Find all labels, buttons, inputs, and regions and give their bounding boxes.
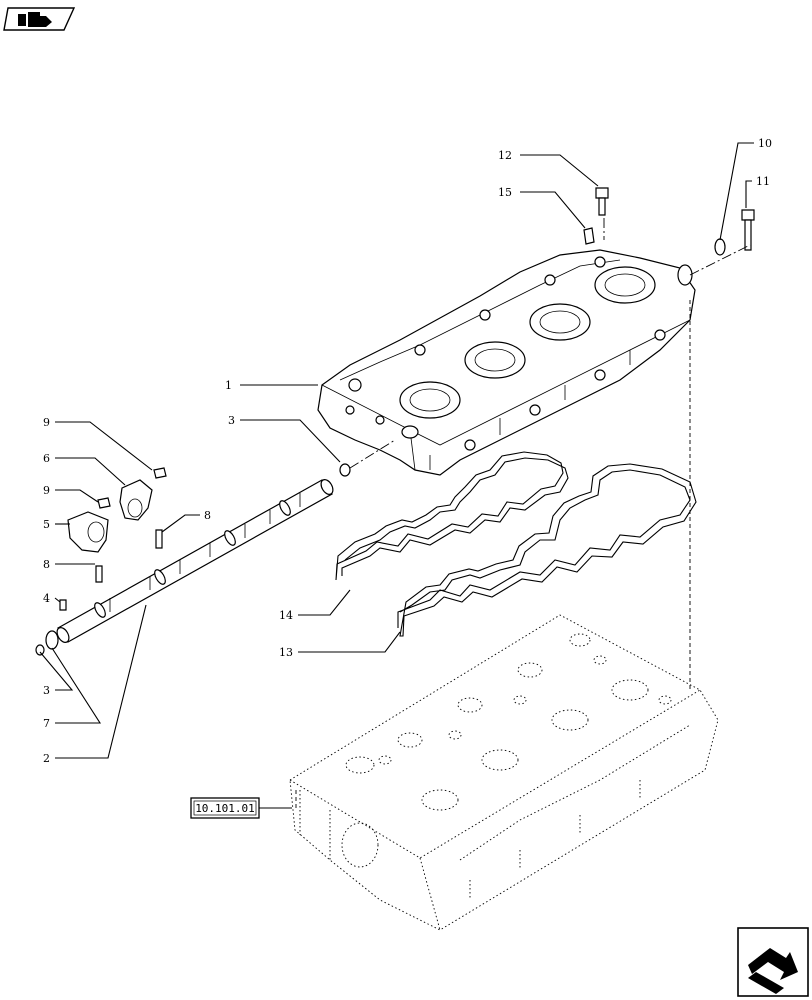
callout-7: 7	[43, 717, 50, 730]
pin-4	[59, 599, 67, 611]
callout-8: 8	[43, 558, 50, 571]
washer-10	[714, 238, 726, 256]
callout-4: 4	[43, 592, 50, 605]
callout-8: 8	[204, 509, 211, 522]
callout-5: 5	[43, 518, 50, 531]
callout-9: 9	[43, 484, 50, 497]
adjust-screw-8-left	[95, 565, 103, 583]
plug-3-lower	[35, 644, 45, 656]
rocker-arm-6	[119, 479, 153, 521]
gasket-outer	[397, 463, 697, 637]
leader-lines	[39, 142, 754, 759]
callout-9: 9	[43, 416, 50, 429]
callout-2: 2	[43, 752, 50, 765]
rocker-arm-housing	[317, 249, 696, 476]
callout-3: 3	[43, 684, 50, 697]
plug-3-upper	[339, 463, 351, 477]
assembly-lines	[295, 218, 751, 808]
cylinder-head-reference	[289, 614, 719, 931]
callout-1: 1	[225, 379, 232, 392]
callout-13: 13	[279, 646, 293, 659]
bolt-12	[595, 187, 609, 216]
callout-3: 3	[228, 414, 235, 427]
callout-14: 14	[279, 609, 293, 622]
gasket-inner	[335, 451, 569, 581]
ring-7	[45, 630, 59, 650]
folder-open-arrow-icon[interactable]	[3, 7, 76, 31]
reference-code: 10.101.01	[195, 802, 255, 815]
callout-11: 11	[756, 175, 770, 188]
callout-labels: 1 3 12 15 10 11 9 6 9 5 8 8 4 3 7 2 14 1…	[43, 137, 772, 765]
nut-9-lower	[97, 497, 111, 509]
rocker-arm-5	[67, 511, 109, 553]
reference-link[interactable]: 10.101.01	[190, 797, 292, 819]
callout-10: 10	[758, 137, 772, 150]
dowel-15	[583, 227, 595, 245]
bolt-11	[741, 209, 755, 251]
rocker-shaft	[56, 479, 334, 643]
callout-6: 6	[43, 452, 50, 465]
callout-12: 12	[498, 149, 512, 162]
callout-15: 15	[498, 186, 512, 199]
adjust-screw-8-right	[155, 529, 163, 549]
nut-9-upper	[153, 467, 167, 479]
next-page-arrow-icon[interactable]	[737, 927, 809, 997]
